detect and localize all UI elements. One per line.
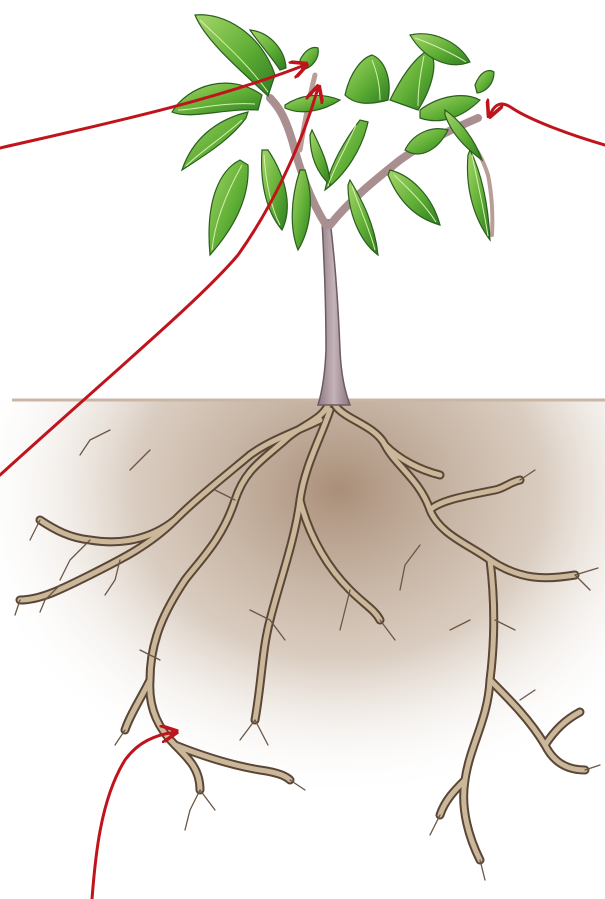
shoot-apex-arrow-right (490, 104, 605, 145)
